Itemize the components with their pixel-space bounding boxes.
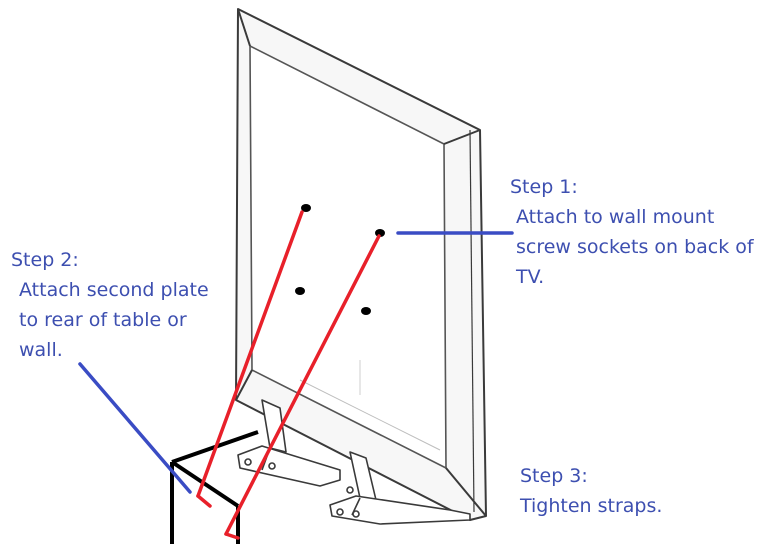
- step-2-label: Step 2: Attach second plate to rear of t…: [11, 245, 209, 365]
- tv-bevel-line: [237, 8, 251, 47]
- step-2-pointer: [78, 362, 192, 494]
- tv-stand-left-base: [237, 445, 341, 487]
- strap-right-hook: [224, 532, 240, 540]
- screw-socket: [295, 287, 305, 295]
- step-1-line-1: Attach to wall mount: [516, 206, 715, 228]
- stand-bolt-hole: [352, 510, 360, 518]
- pointer-lines: [78, 231, 514, 494]
- step-2-line-3: wall.: [19, 339, 63, 361]
- tv-bevel-line: [445, 467, 487, 517]
- stand-bolt-hole: [244, 458, 252, 466]
- stand-bolt-hole: [268, 462, 276, 470]
- step-2-line-1: Attach second plate: [19, 279, 209, 301]
- tv-bevel-line: [443, 129, 481, 145]
- tv-stand-left-leg: [261, 399, 287, 453]
- tv-stand: [237, 399, 471, 525]
- strap-left: [196, 210, 304, 498]
- strap-left-hook: [196, 494, 212, 508]
- step-1-heading: Step 1:: [510, 176, 578, 198]
- step-3-label: Step 3: Tighten straps.: [520, 461, 662, 521]
- screw-socket: [301, 204, 311, 212]
- screw-socket: [375, 229, 385, 237]
- strap-right: [224, 234, 381, 536]
- tv-side-edge: [469, 129, 475, 513]
- tv-shading: [299, 379, 441, 451]
- table-front-edge: [170, 460, 240, 508]
- stand-bolt-hole: [346, 486, 354, 494]
- step-2-heading: Step 2:: [11, 249, 79, 271]
- step-2-line-2: to rear of table or: [19, 309, 187, 331]
- anti-tip-straps: [196, 210, 381, 540]
- stand-bolt-hole: [336, 508, 344, 516]
- screw-socket: [361, 307, 371, 315]
- tv-bevel-line: [235, 369, 253, 401]
- step-3-heading: Step 3:: [520, 465, 588, 487]
- step-1-label: Step 1: Attach to wall mount screw socke…: [510, 172, 754, 292]
- step-1-line-3: TV.: [516, 266, 545, 288]
- step-1-line-2: screw sockets on back of: [516, 236, 754, 258]
- tv-stand-right-base: [329, 495, 471, 525]
- step-3-line-1: Tighten straps.: [520, 495, 663, 517]
- screw-sockets: [295, 204, 385, 315]
